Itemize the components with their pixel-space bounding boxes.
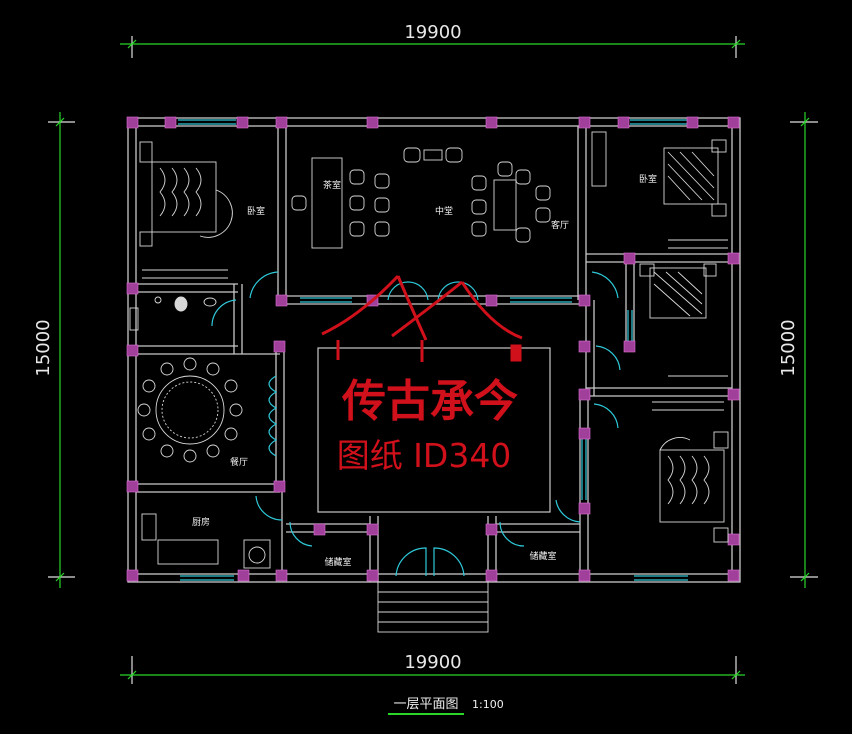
room-label-central-hall: 中堂 bbox=[435, 205, 453, 217]
dimension-bottom bbox=[120, 656, 745, 684]
bed-nw bbox=[139, 141, 233, 247]
dimension-left-label: 15000 bbox=[33, 319, 54, 376]
entry-steps bbox=[377, 581, 489, 633]
watermark-brand-text: 传古承今 bbox=[341, 376, 518, 427]
drawing-title: 一层平面图 bbox=[393, 697, 458, 712]
columns bbox=[126, 116, 740, 582]
furniture bbox=[129, 131, 729, 633]
dimension-left bbox=[48, 112, 75, 588]
room-label-kitchen: 厨房 bbox=[192, 516, 210, 528]
watermark-id-text: 图纸 ID340 bbox=[337, 436, 512, 475]
tea-table bbox=[311, 157, 343, 249]
bed-e bbox=[639, 263, 717, 319]
bed-se bbox=[659, 431, 729, 543]
bed-ne bbox=[591, 131, 727, 217]
courtyard-outline bbox=[317, 347, 551, 513]
living-table bbox=[493, 179, 517, 231]
dimension-right-label: 15000 bbox=[778, 319, 799, 376]
room-label-tea-room: 茶室 bbox=[323, 179, 341, 191]
room-label-bedroom-nw: 卧室 bbox=[247, 205, 265, 217]
dimension-top-label: 19900 bbox=[404, 22, 461, 43]
dimension-right bbox=[790, 112, 818, 588]
dimension-top bbox=[120, 36, 745, 58]
room-label-bedroom-ne: 卧室 bbox=[639, 173, 657, 185]
room-label-storage-left: 储藏室 bbox=[324, 556, 351, 568]
room-label-living-room: 客厅 bbox=[551, 219, 569, 231]
dimension-bottom-label: 19900 bbox=[404, 652, 461, 673]
windows bbox=[178, 119, 688, 581]
drawing-scale: 1:100 bbox=[472, 698, 504, 711]
round-dining-table bbox=[137, 357, 243, 463]
room-label-storage-right: 储藏室 bbox=[529, 550, 556, 562]
watermark-roof-logo bbox=[321, 274, 523, 362]
room-label-dining-room: 餐厅 bbox=[230, 456, 248, 468]
